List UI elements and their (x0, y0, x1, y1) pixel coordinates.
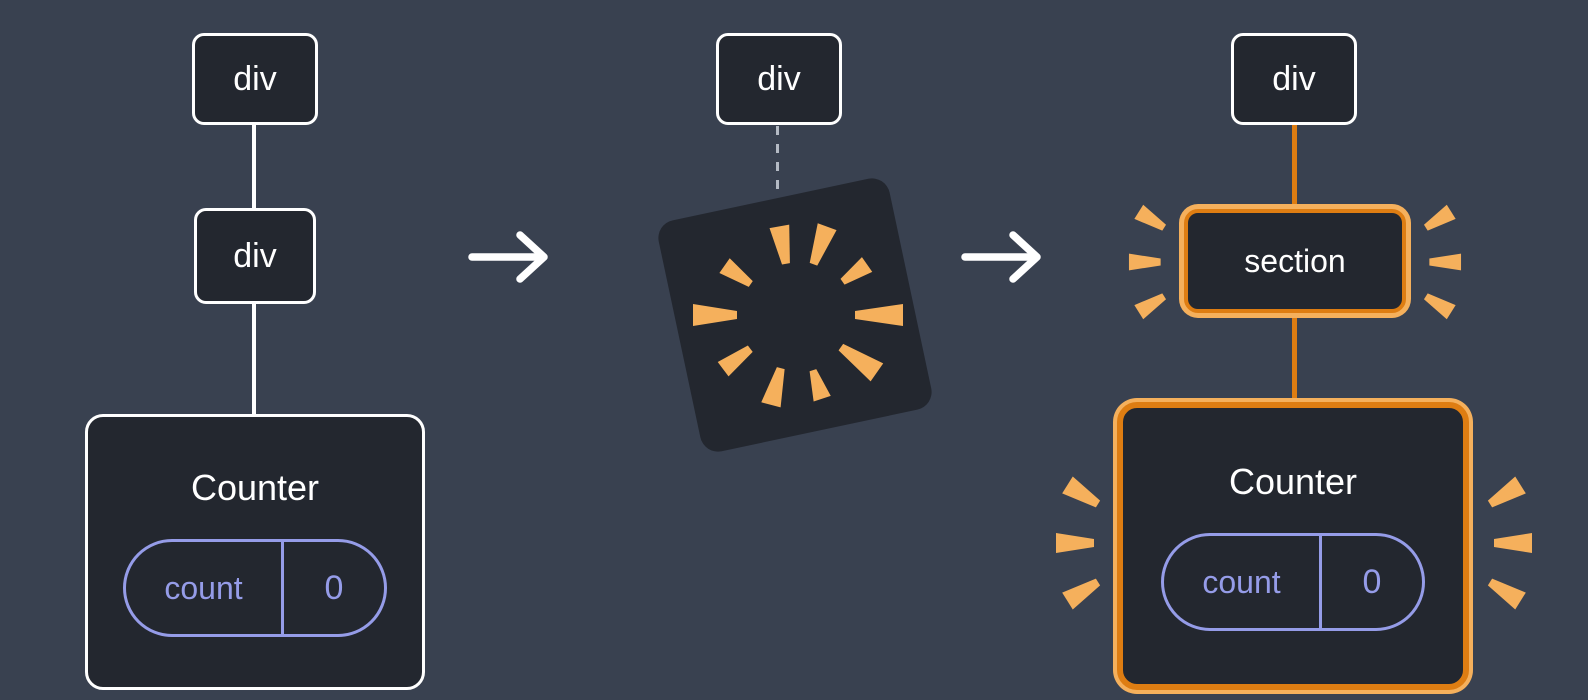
state-value: 0 (1362, 562, 1382, 601)
connector-line-highlight (1292, 120, 1297, 214)
burst-icon (1056, 476, 1101, 610)
burst-icon (1487, 476, 1532, 610)
arrow-icon (468, 231, 548, 283)
connector-line (252, 300, 256, 418)
node-label: div (1272, 59, 1316, 98)
tree-node-div-middle: div (194, 208, 316, 304)
burst-icon (1128, 204, 1167, 320)
burst-icon (1423, 204, 1462, 320)
counter-node: Counter count 0 (85, 414, 425, 690)
arrow-icon (961, 231, 1041, 283)
tree-node-div-top: div (716, 33, 842, 125)
connector-line-highlight (1292, 310, 1297, 408)
node-label: div (233, 236, 277, 275)
dashed-connector-line (776, 126, 779, 196)
state-value: 0 (324, 568, 344, 607)
state-key: count (1202, 563, 1281, 600)
node-label: section (1244, 242, 1346, 279)
node-label: div (233, 59, 277, 98)
pill-divider (281, 542, 284, 634)
node-label: div (757, 59, 801, 98)
counter-node-highlight: Counter count 0 (1117, 402, 1469, 690)
section-node: section (1184, 209, 1406, 313)
counter-title: Counter (190, 467, 320, 508)
tree-node-div-top: div (192, 33, 318, 125)
state-key: count (164, 569, 243, 606)
counter-title: Counter (1228, 461, 1358, 502)
pill-divider (1319, 536, 1322, 628)
state-pill: count 0 (123, 539, 387, 637)
tree-node-div-top: div (1231, 33, 1357, 125)
connector-line (252, 120, 256, 212)
poof-icon (658, 178, 932, 452)
state-pill: count 0 (1161, 533, 1425, 631)
